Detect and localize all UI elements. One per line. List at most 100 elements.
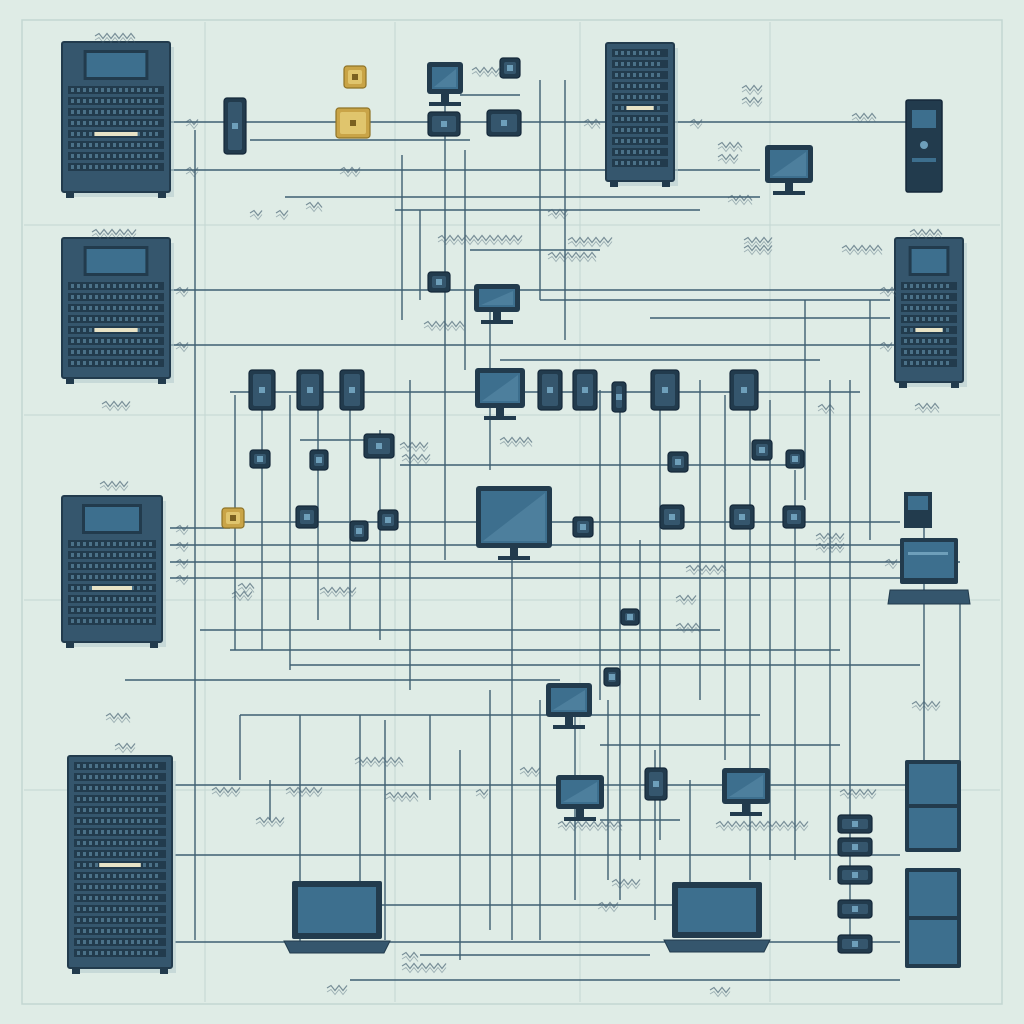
illegible-annotation — [231, 590, 253, 602]
illegible-annotation — [884, 558, 898, 570]
monitor-icon — [476, 486, 552, 560]
illegible-annotation — [401, 453, 431, 465]
monitor-icon — [722, 768, 770, 816]
illegible-annotation — [717, 153, 739, 165]
router-icon — [427, 271, 451, 293]
switch-icon — [837, 934, 873, 954]
monitor-icon — [475, 368, 525, 420]
illegible-annotation — [175, 558, 189, 570]
switch-icon — [837, 837, 873, 857]
router-icon — [785, 449, 805, 469]
illegible-annotation — [815, 542, 845, 554]
switch-icon — [339, 369, 365, 411]
illegible-annotation — [401, 951, 419, 963]
illegible-annotation — [175, 286, 189, 298]
router-icon — [249, 449, 271, 469]
connection-lines — [125, 80, 961, 981]
switch-icon — [837, 899, 873, 919]
illegible-annotation — [597, 901, 619, 913]
router-icon — [295, 505, 319, 529]
monitor-icon — [427, 62, 463, 106]
illegible-annotation — [175, 341, 189, 353]
storage-unit-icon — [905, 760, 961, 852]
illegible-annotation — [326, 984, 348, 996]
server-rack-icon — [605, 42, 678, 187]
illegible-annotation — [743, 244, 773, 256]
router-icon — [343, 65, 367, 89]
router-icon — [363, 433, 395, 459]
illegible-annotation — [519, 766, 541, 778]
server-rack-icon — [67, 755, 176, 974]
switch-icon — [427, 111, 461, 137]
router-icon — [644, 767, 668, 801]
illegible-annotation — [99, 480, 129, 492]
router-icon — [603, 667, 621, 687]
router-icon — [611, 381, 627, 413]
illegible-annotation — [909, 228, 943, 240]
router-icon — [335, 107, 371, 139]
illegible-annotation — [339, 166, 361, 178]
illegible-annotation — [275, 209, 289, 221]
illegible-annotation — [185, 118, 199, 130]
illegible-annotation — [689, 118, 703, 130]
illegible-annotation — [499, 436, 533, 448]
router-icon — [667, 451, 689, 473]
illegible-annotation — [211, 786, 241, 798]
tower-pc-icon — [905, 99, 943, 193]
illegible-annotation — [237, 582, 255, 594]
monitor-icon — [474, 284, 520, 324]
router-icon — [377, 509, 399, 531]
illegible-annotation — [91, 228, 137, 240]
switch-icon — [650, 369, 680, 411]
illegible-annotation — [879, 286, 897, 298]
illegible-annotation — [715, 820, 809, 832]
illegible-annotation — [175, 574, 189, 586]
illegible-annotation — [547, 208, 569, 220]
illegible-annotation — [385, 791, 419, 803]
switch-icon — [296, 369, 324, 411]
illegible-annotation — [185, 166, 199, 178]
server-rack-icon — [61, 495, 166, 648]
illegible-annotations — [91, 32, 943, 998]
illegible-annotation — [319, 586, 357, 598]
illegible-annotation — [437, 234, 523, 246]
switch-icon — [837, 814, 873, 834]
illegible-annotation — [94, 32, 136, 44]
illegible-annotation — [675, 594, 697, 606]
illegible-annotation — [255, 816, 285, 828]
illegible-annotation — [611, 878, 641, 890]
illegible-annotation — [471, 66, 501, 78]
illegible-annotation — [717, 141, 743, 153]
illegible-annotation — [399, 441, 429, 453]
illegible-annotation — [841, 244, 883, 256]
illegible-annotation — [583, 118, 601, 130]
server-rack-icon — [61, 237, 174, 384]
switch-icon — [248, 369, 276, 411]
router-icon — [309, 449, 329, 471]
illegible-annotation — [105, 712, 131, 724]
illegible-annotation — [557, 820, 623, 832]
illegible-annotation — [249, 209, 263, 221]
router-icon — [572, 516, 594, 538]
illegible-annotation — [727, 194, 753, 206]
network-devices — [61, 41, 971, 974]
switch-icon — [837, 865, 873, 885]
router-icon — [729, 504, 755, 530]
illegible-annotation — [354, 756, 404, 768]
workstation-icon — [887, 492, 971, 605]
router-icon — [349, 520, 369, 542]
switch-icon — [572, 369, 598, 411]
illegible-annotation — [175, 524, 189, 536]
illegible-annotation — [547, 251, 597, 263]
illegible-annotation — [709, 986, 731, 998]
illegible-annotation — [815, 532, 845, 544]
monitor-icon — [546, 683, 592, 729]
illegible-annotation — [741, 84, 763, 96]
switch-icon — [729, 369, 759, 411]
illegible-annotation — [305, 201, 323, 213]
switch-icon — [486, 109, 522, 137]
illegible-annotation — [914, 402, 940, 414]
illegible-annotation — [911, 700, 941, 712]
illegible-annotation — [423, 320, 465, 332]
